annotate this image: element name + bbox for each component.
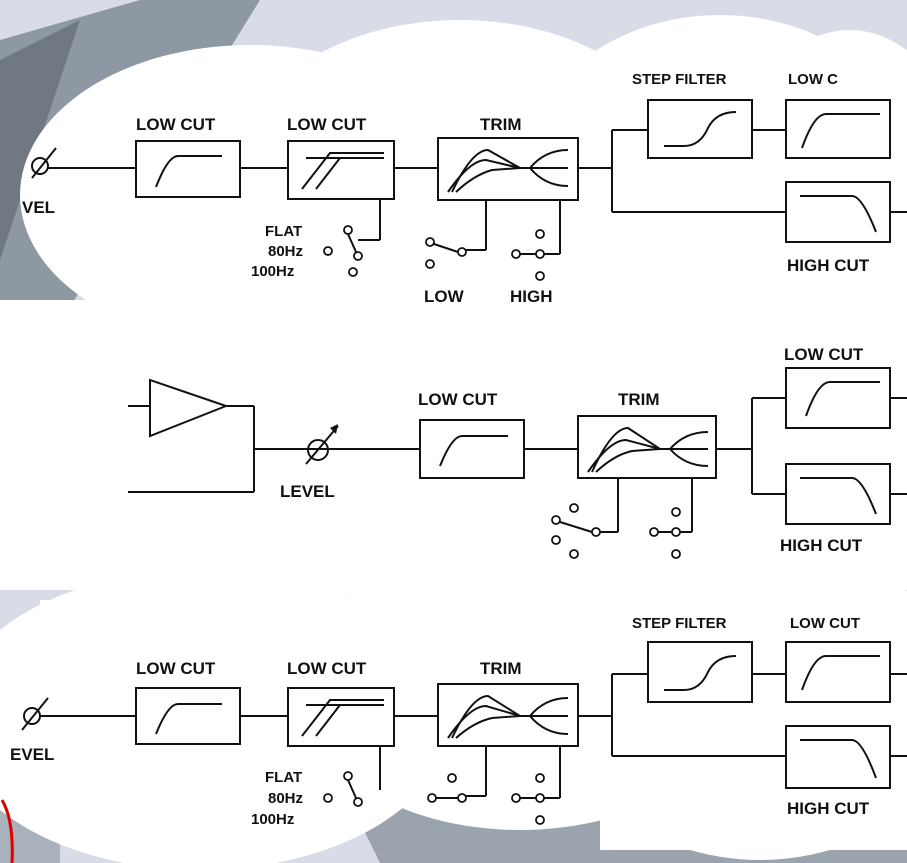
level-label: VEL xyxy=(22,198,55,217)
step-filter-label: STEP FILTER xyxy=(632,615,727,632)
trim-label: TRIM xyxy=(618,390,660,409)
high-label: HIGH xyxy=(510,287,553,306)
low-cut-1-label: LOW CUT xyxy=(136,115,216,134)
step-filter-label: STEP FILTER xyxy=(632,71,727,88)
level-label: EVEL xyxy=(10,745,54,764)
flat-label: FLAT xyxy=(265,223,302,240)
high-cut-label: HIGH CUT xyxy=(787,799,870,818)
80hz-label: 80Hz xyxy=(268,790,303,807)
high-cut-label: HIGH CUT xyxy=(787,256,870,275)
trim-label: TRIM xyxy=(480,115,522,134)
low-cut-1-label: LOW CUT xyxy=(136,659,216,678)
high-cut-label: HIGH CUT xyxy=(780,536,863,555)
low-cut-2-label: LOW CUT xyxy=(784,345,864,364)
low-cut-2-label: LOW CUT xyxy=(287,115,367,134)
low-label: LOW xyxy=(424,287,465,306)
80hz-label: 80Hz xyxy=(268,243,303,260)
level-label: LEVEL xyxy=(280,482,335,501)
100hz-label: 100Hz xyxy=(251,811,294,828)
low-cut-3-label: LOW CUT xyxy=(790,615,860,632)
trim-label: TRIM xyxy=(480,659,522,678)
low-cut-3-label: LOW C xyxy=(788,71,838,88)
low-cut-2-label: LOW CUT xyxy=(287,659,367,678)
flat-label: FLAT xyxy=(265,769,302,786)
low-cut-1-label: LOW CUT xyxy=(418,390,498,409)
100hz-label: 100Hz xyxy=(251,263,294,280)
